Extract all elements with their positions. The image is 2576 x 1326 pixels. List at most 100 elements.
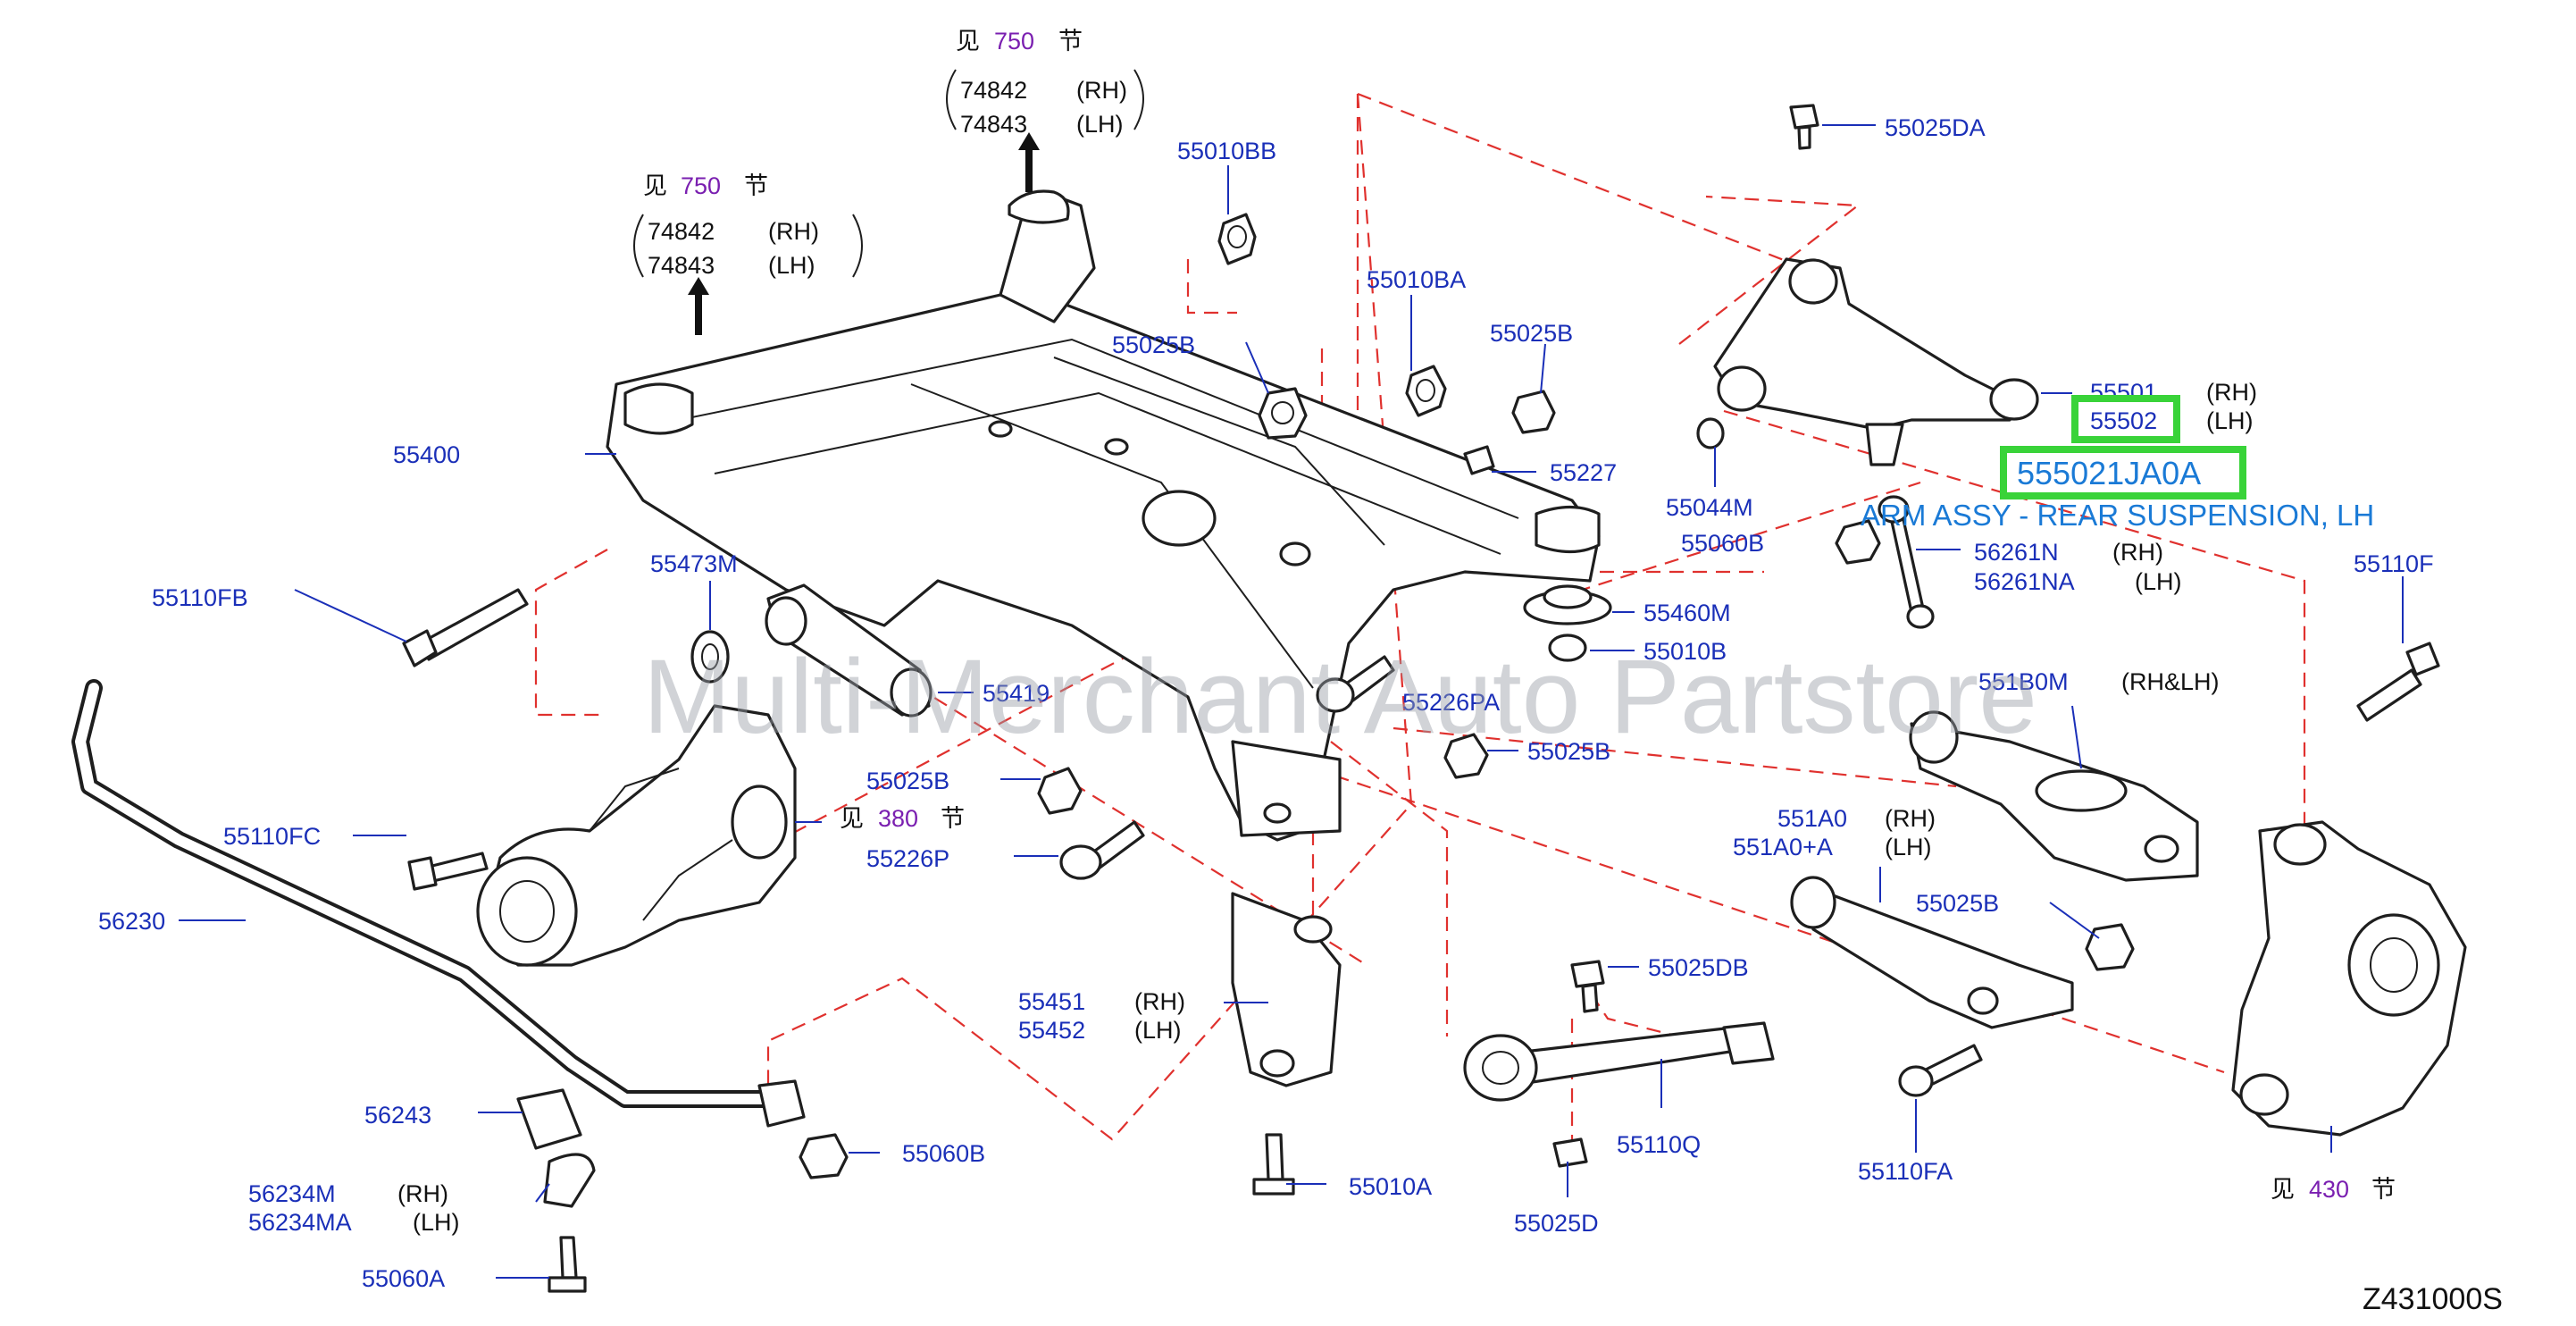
- svg-text:节: 节: [2371, 1176, 2396, 1204]
- svg-text:(RH): (RH): [2206, 379, 2257, 406]
- section-ref-430[interactable]: 见 430 节: [2271, 1176, 2396, 1204]
- nut-55025b-diff[interactable]: [1037, 767, 1083, 815]
- arrow-up-center: [1018, 132, 1040, 192]
- nut-55025b-left[interactable]: [1258, 387, 1308, 440]
- pair-label-551a0[interactable]: 551A0 (RH) 551A0+A (LH): [1733, 805, 1936, 860]
- label-55025b-b: 55025B: [1490, 320, 1573, 347]
- label-55227: 55227: [1550, 459, 1617, 486]
- svg-text:55451: 55451: [1018, 988, 1085, 1015]
- section-ref-750-left[interactable]: 见 750 节: [643, 172, 768, 200]
- svg-text:555021JA0A: 555021JA0A: [2017, 455, 2201, 491]
- nut-55025b-upper[interactable]: [1511, 390, 1556, 434]
- part-labels[interactable]: 55010BB 55025DA 55010BA 55025B 55025B 55…: [98, 114, 2434, 1292]
- svg-text:380: 380: [878, 805, 918, 832]
- highlight-box-55502: [2071, 395, 2180, 443]
- nut-55010ba[interactable]: [1405, 365, 1447, 417]
- highlight-part-555021ja0a[interactable]: 555021JA0A: [2000, 446, 2246, 499]
- label-55226p: 55226P: [866, 845, 949, 872]
- svg-text:节: 节: [941, 805, 965, 833]
- label-55400: 55400: [393, 441, 460, 468]
- svg-text:551B0M: 551B0M: [1978, 668, 2069, 695]
- bracket-group-top: 74842 (RH) 74843 (LH): [946, 69, 1144, 138]
- svg-text:(RH): (RH): [397, 1180, 448, 1207]
- label-55025b-d: 55025B: [1527, 738, 1610, 765]
- rear-differential[interactable]: [476, 704, 797, 967]
- nut-55010b[interactable]: [1548, 634, 1587, 662]
- label-56230: 56230: [98, 908, 165, 935]
- svg-text:见: 见: [643, 172, 667, 200]
- svg-text:(RH): (RH): [1076, 77, 1127, 104]
- rear-subframe[interactable]: [606, 189, 1601, 842]
- label-55060b-upper: 55060B: [1681, 530, 1764, 557]
- svg-text:(LH): (LH): [768, 252, 815, 279]
- svg-text:750: 750: [681, 172, 721, 199]
- label-55060a: 55060A: [362, 1265, 445, 1292]
- bolt-55226pa[interactable]: [1316, 655, 1395, 713]
- bolt-55060a[interactable]: [548, 1236, 587, 1293]
- washer-55473m[interactable]: [690, 630, 730, 684]
- section-ref-750-top[interactable]: 见 750 节: [956, 28, 1083, 55]
- lower-arm-551a0[interactable]: [1790, 876, 2074, 1029]
- label-551b0m[interactable]: 551B0M (RH&LH): [1978, 668, 2220, 695]
- stabilizer-link-56261n[interactable]: [1878, 495, 1935, 629]
- svg-text:56261N: 56261N: [1974, 539, 2059, 566]
- svg-text:(LH): (LH): [1134, 1017, 1182, 1044]
- bolt-55110fa[interactable]: [1898, 1044, 1983, 1097]
- svg-text:节: 节: [1058, 28, 1083, 55]
- pair-label-56261n[interactable]: 56261N (RH) 56261NA (LH): [1974, 539, 2182, 595]
- label-55025b-a: 55025B: [1112, 332, 1195, 358]
- upper-arm-55502[interactable]: [1713, 257, 2039, 466]
- bushing-56243[interactable]: [516, 1088, 582, 1150]
- lateral-link-55110q[interactable]: [1463, 1021, 1775, 1102]
- bolt-55010a[interactable]: [1252, 1133, 1295, 1196]
- nut-55025b-arm[interactable]: [2085, 923, 2135, 971]
- label-56243: 56243: [364, 1102, 431, 1129]
- label-55025b-c: 55025B: [866, 768, 949, 794]
- lower-control-arm-551b0m[interactable]: [1909, 710, 2199, 882]
- bolt-55226p[interactable]: [1059, 820, 1145, 880]
- nut-55010bb[interactable]: [1217, 213, 1257, 265]
- label-55025db: 55025DB: [1648, 954, 1749, 981]
- svg-text:(LH): (LH): [1885, 834, 1932, 860]
- svg-text:551A0: 551A0: [1777, 805, 1847, 832]
- label-55010bb: 55010BB: [1177, 138, 1276, 164]
- rear-knuckle[interactable]: [2231, 820, 2467, 1137]
- svg-text:56234M: 56234M: [248, 1180, 336, 1207]
- subframe-mount-55460m[interactable]: [1523, 584, 1612, 625]
- bolt-55110f[interactable]: [2356, 642, 2440, 722]
- bolt-55110fc[interactable]: [407, 852, 489, 891]
- svg-text:(LH): (LH): [2135, 568, 2182, 595]
- stabilizer-bar-56230[interactable]: [71, 679, 806, 1128]
- nut-55060b-upper[interactable]: [1835, 519, 1881, 565]
- bolt-55025db[interactable]: [1570, 960, 1605, 1013]
- bolt-55110fb[interactable]: [402, 588, 529, 667]
- bracket-55451[interactable]: [1231, 892, 1342, 1087]
- pair-label-56234m[interactable]: 56234M (RH) 56234MA (LH): [248, 1180, 460, 1236]
- svg-text:74843: 74843: [960, 111, 1027, 138]
- svg-text:56261NA: 56261NA: [1974, 568, 2075, 595]
- svg-text:(LH): (LH): [2206, 407, 2254, 434]
- svg-text:56234MA: 56234MA: [248, 1209, 352, 1236]
- label-55010b: 55010B: [1643, 638, 1727, 665]
- svg-text:见: 见: [956, 28, 980, 55]
- svg-text:74843: 74843: [648, 252, 715, 279]
- label-55226pa: 55226PA: [1402, 689, 1500, 716]
- link-55419[interactable]: [765, 583, 933, 718]
- washer-55044m[interactable]: [1696, 417, 1725, 449]
- arrow-up-left: [688, 277, 709, 335]
- label-55025da: 55025DA: [1885, 114, 1986, 141]
- label-55060b-stab: 55060B: [902, 1140, 985, 1167]
- bolt-55025da[interactable]: [1789, 104, 1819, 150]
- nut-55025b-right[interactable]: [1443, 733, 1489, 779]
- svg-text:(LH): (LH): [1076, 111, 1124, 138]
- pair-label-55501[interactable]: 55501 (RH) 55502 (LH): [2090, 379, 2257, 434]
- washer-55227[interactable]: [1463, 445, 1495, 475]
- svg-text:(RH): (RH): [1885, 805, 1936, 832]
- nut-55060b-stab[interactable]: [799, 1133, 849, 1179]
- bolt-55025d[interactable]: [1552, 1137, 1588, 1168]
- svg-text:(RH&LH): (RH&LH): [2121, 668, 2220, 695]
- section-ref-380[interactable]: 见 380 节: [840, 805, 965, 833]
- bracket-56234m[interactable]: [543, 1153, 596, 1208]
- pair-label-55451[interactable]: 55451 (RH) 55452 (LH): [1018, 988, 1185, 1044]
- label-55044m: 55044M: [1666, 494, 1753, 521]
